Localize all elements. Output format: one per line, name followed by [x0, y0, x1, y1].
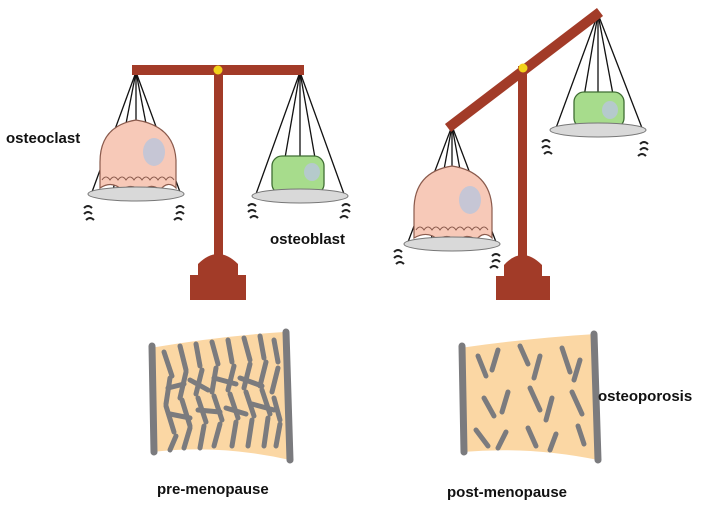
left-pan-wobble-marks [84, 206, 184, 220]
right-scale-pan [252, 189, 348, 203]
left-scale-pivot [214, 66, 223, 75]
osteoblast-label: osteoblast [270, 231, 345, 248]
dense-bone-marrow [150, 332, 290, 460]
osteoporosis-label: osteoporosis [598, 388, 692, 405]
tipped-scale-pivot [519, 64, 528, 73]
high-pan-wobble-marks [542, 140, 648, 156]
post-menopause-label: post-menopause [447, 484, 567, 501]
left-scale-base [190, 254, 246, 300]
pre-menopause-label: pre-menopause [157, 481, 269, 498]
tipped-scale-base [496, 255, 550, 300]
low-pan-wobble-marks [394, 250, 500, 268]
osteoclast-cell [100, 120, 176, 192]
right-pan-wobble-marks [248, 204, 350, 218]
left-scale-pan [88, 187, 184, 201]
tipped-scale [394, 12, 648, 300]
balanced-scale [84, 65, 350, 300]
high-scale-pan [550, 123, 646, 137]
osteoblast-nucleus-tipped [602, 101, 618, 119]
porous-bone-marrow [460, 334, 598, 460]
osteoclast-label: osteoclast [6, 130, 80, 147]
left-scale-post [214, 72, 223, 262]
osteoblast-nucleus [304, 163, 320, 181]
tipped-scale-post [518, 66, 527, 262]
osteoclast-nucleus [143, 138, 165, 166]
porous-bone-sample [460, 334, 598, 460]
dense-bone-sample [150, 332, 290, 460]
osteoclast-nucleus-tipped [459, 186, 481, 214]
low-scale-pan [404, 237, 500, 251]
